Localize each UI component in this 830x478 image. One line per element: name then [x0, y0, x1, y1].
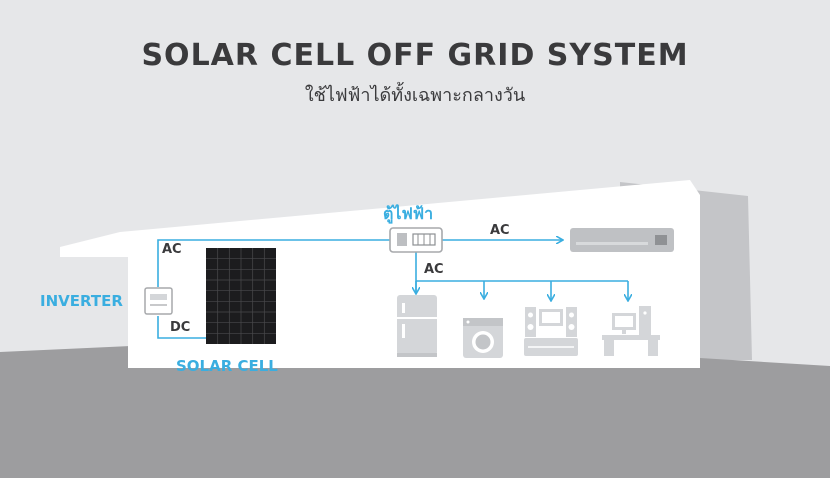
desktop-computer-icon [602, 306, 660, 356]
ac-label-appliances: AC [424, 262, 444, 277]
ac-label-inverter: AC [162, 242, 182, 257]
wiring [157, 239, 628, 339]
solar-cell-label: SOLAR CELL [176, 357, 278, 375]
refrigerator-icon [397, 295, 437, 357]
wire-inverter-to-breaker [157, 239, 390, 287]
inverter-icon [144, 287, 173, 315]
solar-panel-icon [206, 248, 276, 344]
dc-label: DC [170, 320, 191, 335]
breaker-box-icon [389, 227, 443, 253]
page-subtitle: ใช้ไฟฟ้าได้ทั้งเฉพาะกลางวัน [304, 85, 526, 106]
breaker-box-label: ตู้ไฟฟ้า [383, 204, 434, 223]
ac-label-aircon: AC [490, 223, 510, 238]
air-conditioner-icon [570, 228, 674, 252]
inverter-label: INVERTER [40, 292, 123, 310]
ground [0, 346, 830, 478]
wire-panel-to-inverter [157, 316, 206, 339]
page-title: SOLAR CELL OFF GRID SYSTEM [141, 38, 689, 73]
washing-machine-icon [463, 318, 503, 358]
home-theater-icon [524, 307, 578, 356]
